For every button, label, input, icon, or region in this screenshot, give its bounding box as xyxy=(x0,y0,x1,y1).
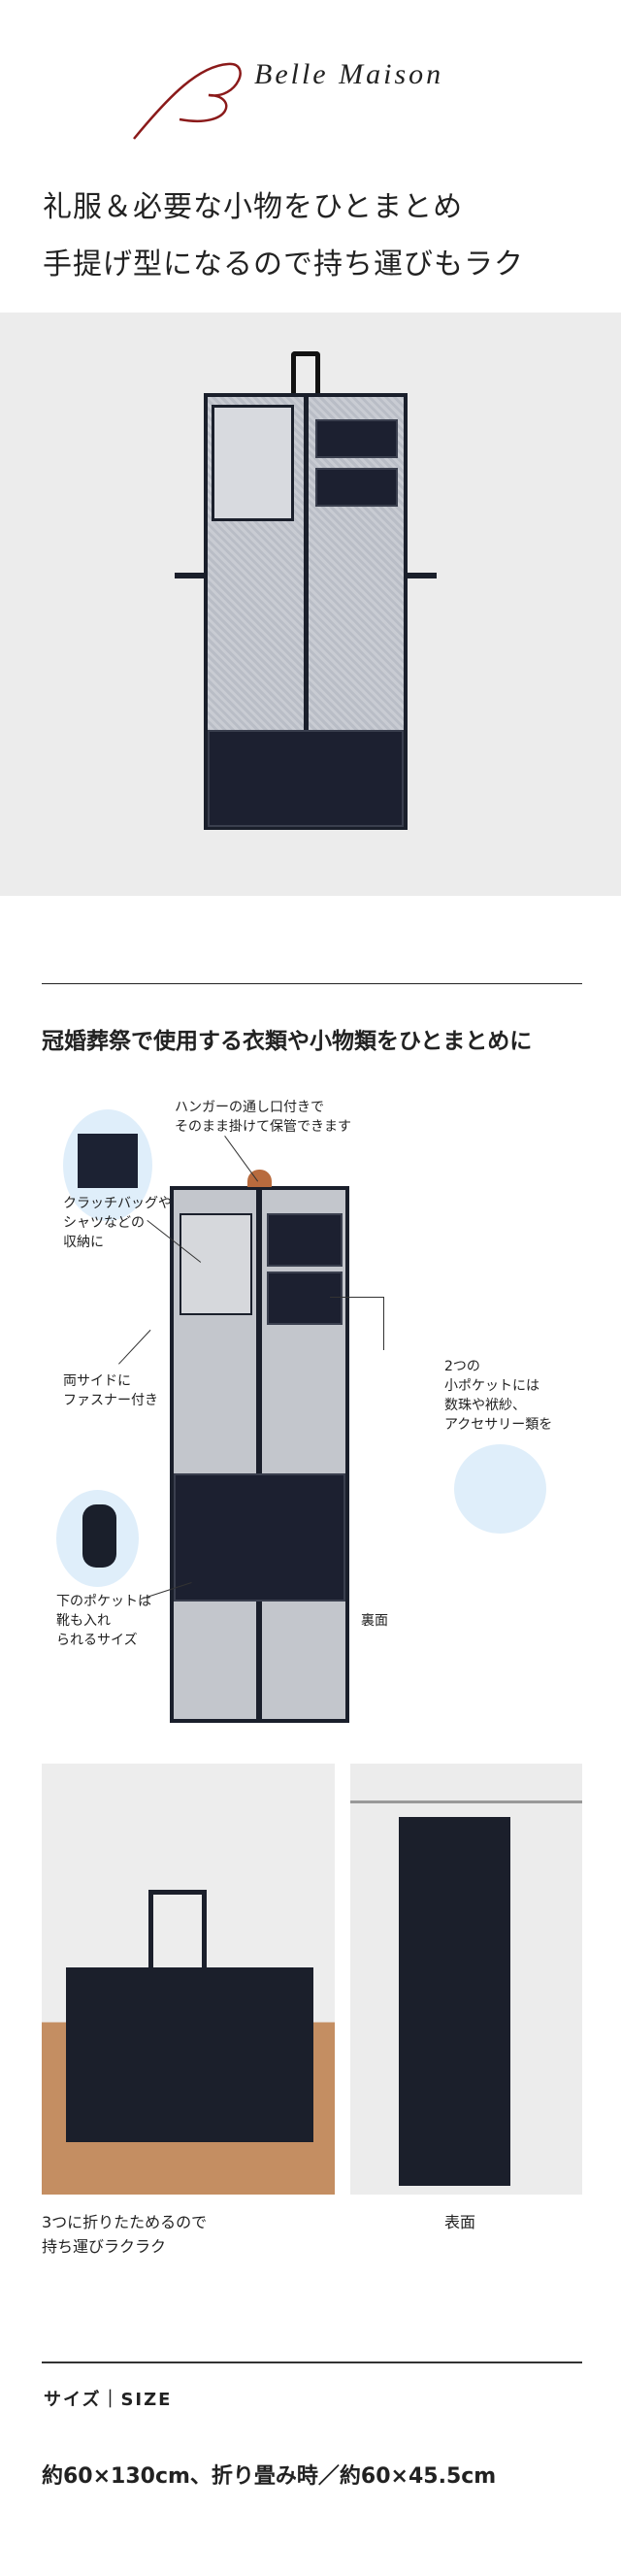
photo-front-side xyxy=(350,1764,582,2195)
shoes-image xyxy=(82,1504,116,1568)
note-clutch: クラッチバッグやシャツなどの収納に xyxy=(63,1196,172,1250)
note-pockets: 2つの小ポケットには数珠や袱紗、アクセサリー類を xyxy=(444,1359,553,1433)
photo-carrying xyxy=(42,1764,335,2195)
size-divider xyxy=(42,2361,582,2363)
note-bottom: 下のポケットは靴も入れられるサイズ xyxy=(56,1594,151,1648)
section-divider xyxy=(42,983,582,984)
back-label: 裏面 xyxy=(361,1613,388,1629)
note-hanger: ハンガーの通し口付きでそのまま掛けて保管できます xyxy=(175,1100,351,1135)
caption-front: 表面 xyxy=(444,2213,476,2231)
note-sides: 両サイドにファスナー付き xyxy=(63,1373,158,1408)
caption-carrying: 3つに折りたためるので持ち運びラクラク xyxy=(42,2213,208,2256)
headline-line-1: 礼服＆必要な小物をひとまとめ xyxy=(43,190,464,224)
section-title: 冠婚葬祭で使用する衣類や小物類をひとまとめに xyxy=(42,1029,533,1054)
feature-diagram: ハンガーの通し口付きでそのまま掛けて保管できます クラッチバッグやシャツなどの収… xyxy=(0,1087,621,1723)
accessories-circle xyxy=(454,1444,546,1534)
size-value: 約60×130cm、折り畳み時／約60×45.5cm xyxy=(42,2464,497,2489)
headline-line-2: 手提げ型になるので持ち運びもラク xyxy=(43,248,524,281)
brand-logo-icon xyxy=(133,62,242,140)
size-label: サイズ｜SIZE xyxy=(44,2390,173,2410)
product-photo-open xyxy=(0,313,621,896)
clutch-bag-image xyxy=(78,1134,138,1188)
brand-name: Belle Maison xyxy=(254,58,444,90)
